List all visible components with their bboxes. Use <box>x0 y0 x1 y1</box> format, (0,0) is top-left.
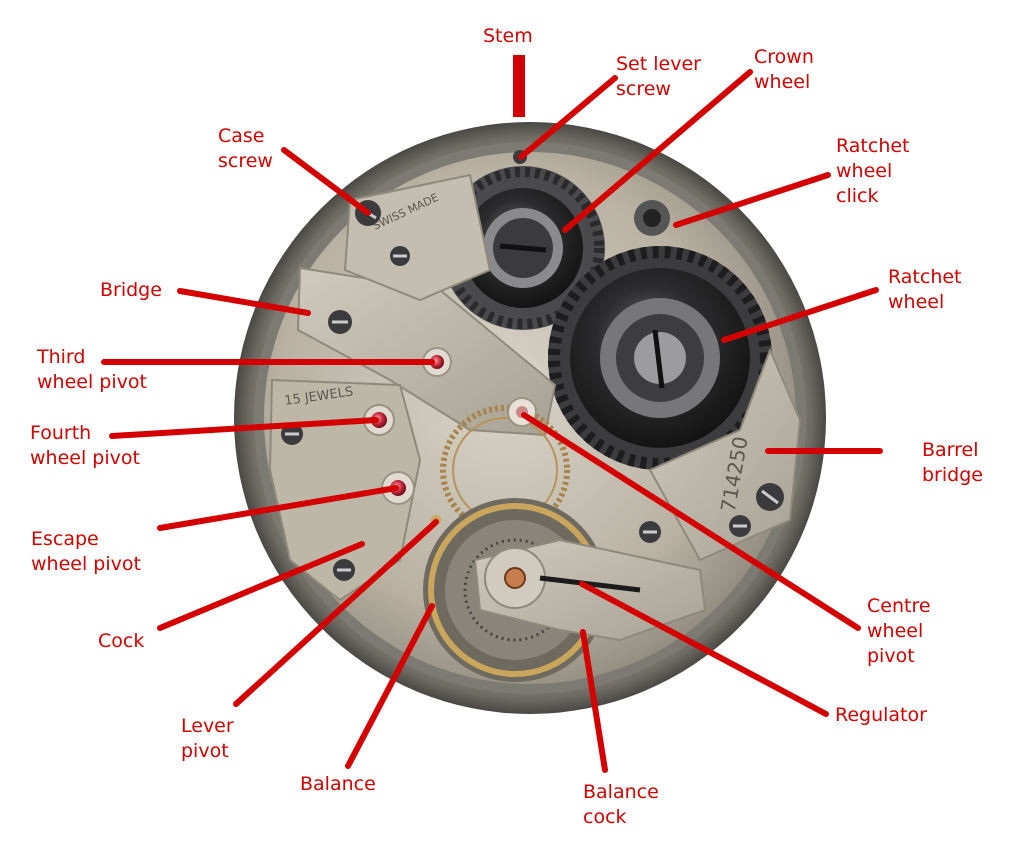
leader-escape-pivot <box>157 485 399 531</box>
label-crown-wheel: Crown wheel <box>754 46 814 93</box>
ratchet-click-part <box>634 200 670 236</box>
regulator-arm <box>539 575 641 593</box>
label-bridge: Bridge <box>100 279 162 301</box>
leader-crown-wheel <box>562 69 753 233</box>
leader-balance <box>345 603 435 769</box>
leader-regulator <box>579 581 829 717</box>
label-balance: Balance <box>300 773 376 795</box>
leader-case-screw <box>281 147 371 216</box>
leader-bridge <box>177 288 311 316</box>
third-wheel-ruby <box>430 355 444 369</box>
label-lever-pivot: Lever pivot <box>181 715 234 762</box>
leader-lines <box>101 69 883 773</box>
leader-ratchet-click <box>673 172 831 228</box>
label-escape-wheel-pivot: Escape wheel pivot <box>31 528 141 575</box>
stem-pointer-bar <box>513 55 525 117</box>
label-case-screw: Case screw <box>218 125 273 172</box>
label-third-wheel-pivot: Third wheel pivot <box>37 346 147 393</box>
label-stem: Stem <box>483 25 533 47</box>
label-cock: Cock <box>98 630 145 652</box>
label-barrel-bridge: Barrel bridge <box>922 439 983 486</box>
leader-fourth-pivot <box>109 417 379 439</box>
leader-cock <box>157 541 365 631</box>
leader-set-lever-screw <box>518 75 618 160</box>
balance-jewel <box>504 567 526 589</box>
label-balance-cock: Balance cock <box>583 781 659 828</box>
crown-wheel-gear <box>441 166 605 330</box>
label-fourth-wheel-pivot: Fourth wheel pivot <box>30 422 140 469</box>
leader-balance-cock <box>580 629 608 773</box>
leader-centre-pivot <box>521 412 861 631</box>
leader-lever-pivot <box>233 519 439 707</box>
label-centre-wheel-pivot: Centre wheel pivot <box>867 595 931 667</box>
leader-ratchet-wheel <box>721 287 879 343</box>
label-set-lever-screw: Set lever screw <box>616 53 701 100</box>
upper-bridge <box>343 173 492 302</box>
label-ratchet-wheel: Ratchet wheel <box>888 266 962 313</box>
label-ratchet-wheel-click: Ratchet wheel click <box>836 135 910 207</box>
label-regulator: Regulator <box>835 704 927 726</box>
